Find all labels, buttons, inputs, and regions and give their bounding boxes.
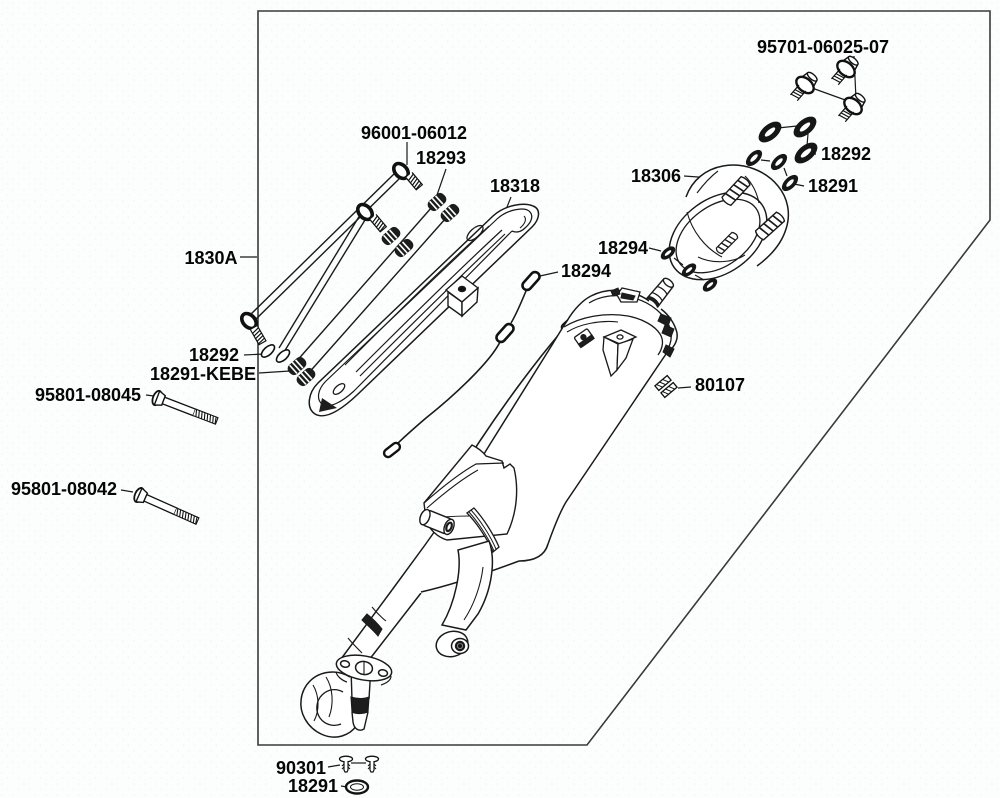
svg-text:80107: 80107 [695,375,745,395]
svg-text:18291: 18291 [808,176,858,196]
svg-text:18292: 18292 [189,345,239,365]
svg-text:1830A: 1830A [184,248,237,268]
svg-text:95701-06025-07: 95701-06025-07 [757,37,889,57]
svg-text:95801-08042: 95801-08042 [11,479,117,499]
svg-text:95801-08045: 95801-08045 [35,385,141,405]
svg-text:90301: 90301 [276,758,326,778]
svg-text:18291: 18291 [288,776,338,796]
svg-text:18291-KEBE: 18291-KEBE [150,364,256,384]
svg-text:18294: 18294 [561,261,611,281]
svg-text:18318: 18318 [490,176,540,196]
svg-text:18293: 18293 [416,148,466,168]
svg-text:18306: 18306 [631,166,681,186]
svg-text:18294: 18294 [598,238,648,258]
svg-text:96001-06012: 96001-06012 [361,123,467,143]
svg-text:18292: 18292 [821,144,871,164]
